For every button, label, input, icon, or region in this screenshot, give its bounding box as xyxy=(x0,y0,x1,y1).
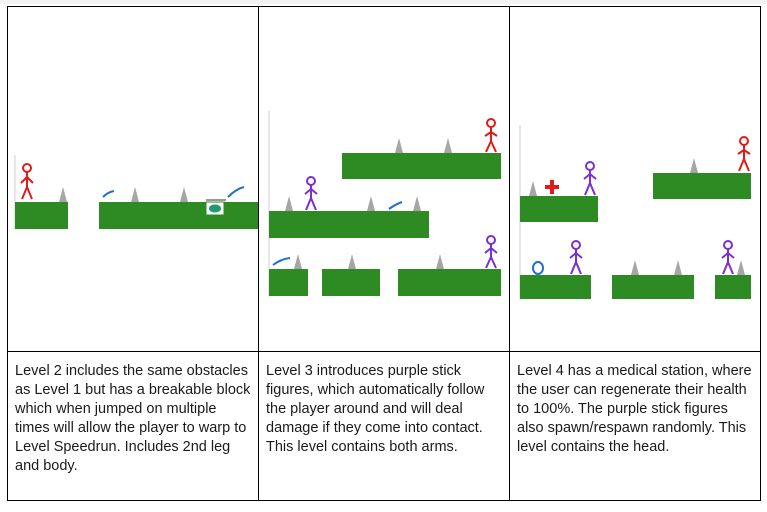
level-3-caption-cell: Level 3 introduces purple stick figures,… xyxy=(258,351,510,501)
level-2-caption-cell: Level 2 includes the same obstacles as L… xyxy=(7,351,259,501)
enemy-stick-figure xyxy=(304,176,318,211)
spike xyxy=(294,254,302,269)
spike xyxy=(690,158,698,173)
player-stick-figure xyxy=(20,163,34,200)
illustration-row xyxy=(7,6,761,352)
spike xyxy=(674,260,682,275)
platform xyxy=(342,153,501,179)
breakable-block-mark xyxy=(209,204,221,213)
spike xyxy=(131,187,139,202)
platform xyxy=(653,173,751,199)
level-2-illustration xyxy=(7,6,259,352)
platform xyxy=(322,269,380,296)
spike xyxy=(348,254,356,269)
powerup-arc xyxy=(272,257,291,266)
powerup-arc xyxy=(388,201,403,210)
spike xyxy=(631,260,639,275)
spike xyxy=(436,254,444,269)
platform xyxy=(15,202,68,229)
level-3-illustration xyxy=(258,6,510,352)
spike xyxy=(737,260,745,275)
level-3-caption: Level 3 introduces purple stick figures,… xyxy=(266,363,485,455)
levels-table: Level 2 includes the same obstacles as L… xyxy=(7,6,761,501)
spike xyxy=(395,138,403,153)
level-4-illustration xyxy=(509,6,761,352)
spike xyxy=(413,196,421,211)
player-stick-figure xyxy=(484,118,498,153)
powerup-arc xyxy=(227,186,245,198)
spike xyxy=(367,196,375,211)
level-2-caption: Level 2 includes the same obstacles as L… xyxy=(15,363,251,474)
platform xyxy=(269,269,308,296)
spike xyxy=(444,138,452,153)
spike xyxy=(59,187,67,202)
spike xyxy=(180,187,188,202)
platform xyxy=(520,196,598,222)
level-4-caption-cell: Level 4 has a medical station, where the… xyxy=(509,351,761,501)
medical-station-cross-icon xyxy=(545,180,559,194)
spike xyxy=(529,181,537,196)
enemy-stick-figure xyxy=(569,240,583,275)
platform xyxy=(398,269,501,296)
enemy-stick-figure xyxy=(484,235,498,269)
platform xyxy=(520,275,591,299)
page-top-strip xyxy=(0,0,767,4)
level-4-caption: Level 4 has a medical station, where the… xyxy=(517,363,752,455)
platform xyxy=(99,202,258,229)
caption-row: Level 2 includes the same obstacles as L… xyxy=(7,351,761,501)
player-stick-figure xyxy=(737,136,751,172)
powerup-arc xyxy=(102,190,115,198)
enemy-stick-figure xyxy=(583,161,597,196)
platform xyxy=(715,275,751,299)
powerup-ring xyxy=(532,261,544,275)
platform xyxy=(612,275,694,299)
enemy-stick-figure xyxy=(721,240,735,275)
spike xyxy=(285,196,293,211)
platform xyxy=(269,211,429,238)
